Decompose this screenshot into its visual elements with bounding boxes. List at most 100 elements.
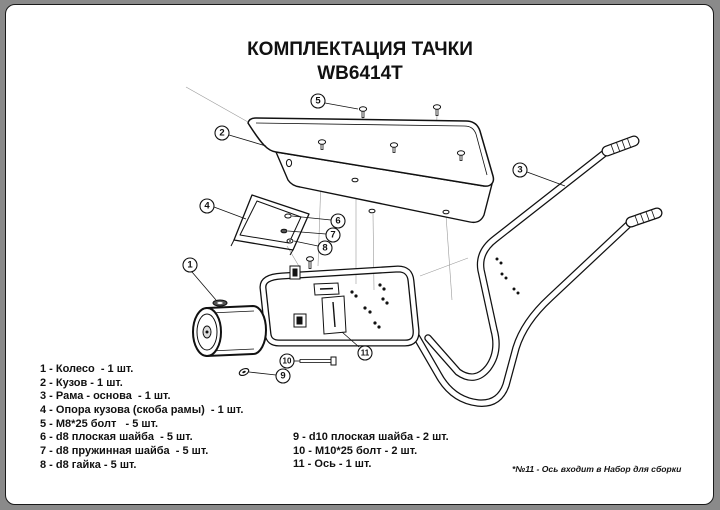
hole: [495, 257, 499, 261]
hole: [516, 291, 520, 295]
parts-list-item: 6 - d8 плоская шайба - 5 шт.: [40, 431, 193, 444]
bracket-slot: [319, 287, 334, 290]
bolts-m8: [317, 104, 466, 161]
callout-5: 5: [310, 93, 326, 109]
guide-line: [372, 213, 375, 291]
guide-line: [445, 214, 453, 301]
leader-2: [228, 134, 267, 147]
hole: [368, 310, 372, 314]
hole: [350, 290, 354, 294]
handle-grip-near: [625, 207, 663, 228]
callout-4-label: 4: [204, 201, 210, 212]
model-number: WB6414T: [317, 63, 403, 84]
callout-10: 10: [279, 353, 295, 369]
callouts: 1 2 3 4 5 6 7: [182, 93, 528, 384]
hole: [504, 276, 508, 280]
hole: [381, 297, 385, 301]
leader-9: [248, 371, 277, 376]
frame-mounting-holes: [495, 257, 520, 295]
hole: [382, 287, 386, 291]
leader-3: [526, 171, 566, 187]
hole: [512, 287, 516, 291]
tread-line: [209, 310, 255, 314]
bracket-slot: [296, 316, 303, 325]
bolt-m10: [299, 356, 337, 366]
hole: [377, 325, 381, 329]
callout-2-label: 2: [219, 128, 224, 139]
tread-line: [209, 348, 255, 352]
leader-11: [341, 331, 360, 348]
grip-ridges: [610, 138, 632, 155]
leader-lines: [191, 102, 566, 376]
handle-grip-far: [601, 135, 640, 157]
bracket-slot: [292, 268, 298, 277]
callout-3: 3: [512, 162, 528, 178]
tray-nuts: [351, 177, 450, 215]
bolt-m8: [389, 142, 399, 153]
tray-rim-lip: [255, 122, 488, 176]
callout-11: 11: [357, 345, 373, 361]
parts-list-item: 2 - Кузов - 1 шт.: [40, 376, 123, 389]
bracket-hardware: [280, 213, 294, 244]
tray-hole: [285, 158, 293, 168]
callout-8-label: 8: [322, 243, 327, 254]
leader-8: [293, 240, 319, 247]
chassis-inner: [260, 266, 419, 346]
nut-d8-hole: [289, 240, 291, 242]
chassis-bolt: [306, 256, 314, 269]
tire-tread: [206, 304, 267, 358]
frame-rail-near: [412, 219, 634, 407]
callout-10-label: 10: [283, 357, 292, 366]
hole: [385, 301, 389, 305]
guide-line: [419, 257, 469, 277]
bracket-flange: [230, 239, 235, 247]
parts-list-item: 5 - M8*25 болт - 5 шт.: [40, 417, 159, 430]
body-support-bracket: [230, 194, 310, 256]
axle-mount-slot: [332, 301, 336, 328]
callout-6: 6: [330, 213, 346, 229]
callout-4: 4: [199, 198, 215, 214]
bolt-head: [306, 256, 314, 262]
parts-list-item: 10 - M10*25 болт - 2 шт.: [293, 444, 418, 457]
chassis-holes: [350, 283, 389, 329]
leader-6: [291, 215, 332, 221]
rim: [196, 313, 218, 351]
callout-9: 9: [275, 368, 291, 384]
parts-list-item: 11 - Ось - 1 шт.: [293, 458, 372, 471]
leader-1: [191, 271, 217, 301]
callout-7: 7: [325, 227, 341, 243]
bracket-inner: [239, 200, 302, 244]
callout-11-label: 11: [361, 349, 370, 358]
wheel-washer: [212, 299, 228, 307]
bolt-m8: [317, 139, 327, 150]
leader-7: [287, 230, 327, 235]
bolt-shank: [308, 260, 312, 269]
grip-fill: [626, 208, 662, 227]
callout-9-label: 9: [280, 371, 285, 382]
chassis-brackets: [289, 265, 347, 335]
parts-list-item: 7 - d8 пружинная шайба - 5 шт.: [40, 445, 209, 458]
spring-washer-d8: [280, 228, 288, 234]
grip-fill: [602, 136, 639, 156]
tray-side-face: [275, 151, 493, 224]
assembly-note: *№11 - Ось входит в Набор для сборки: [512, 464, 682, 474]
nut: [368, 208, 376, 214]
parts-list-item: 8 - d8 гайка - 5 шт.: [40, 458, 137, 471]
bolt-m8: [358, 106, 368, 118]
frame-rail-far-inner: [425, 149, 609, 380]
frame-rail-near-inner: [413, 220, 633, 406]
callout-8: 8: [317, 240, 333, 256]
bolt-m10-shank: [299, 359, 332, 363]
hole: [363, 306, 367, 310]
callout-2: 2: [214, 125, 230, 141]
callout-1-label: 1: [187, 260, 193, 271]
parts-list-item: 1 - Колесо - 1 шт.: [40, 363, 134, 375]
tray-body: [247, 117, 495, 224]
parts-list-right: 9 - d10 плоская шайба - 2 шт. 10 - M10*2…: [293, 431, 449, 472]
bolt-m10-head: [330, 356, 337, 366]
bolt-m8: [432, 104, 442, 116]
callout-1: 1: [182, 257, 198, 273]
parts-list-item: 4 - Опора кузова (скоба рамы) - 1 шт.: [40, 404, 244, 417]
hub-center: [205, 330, 209, 334]
